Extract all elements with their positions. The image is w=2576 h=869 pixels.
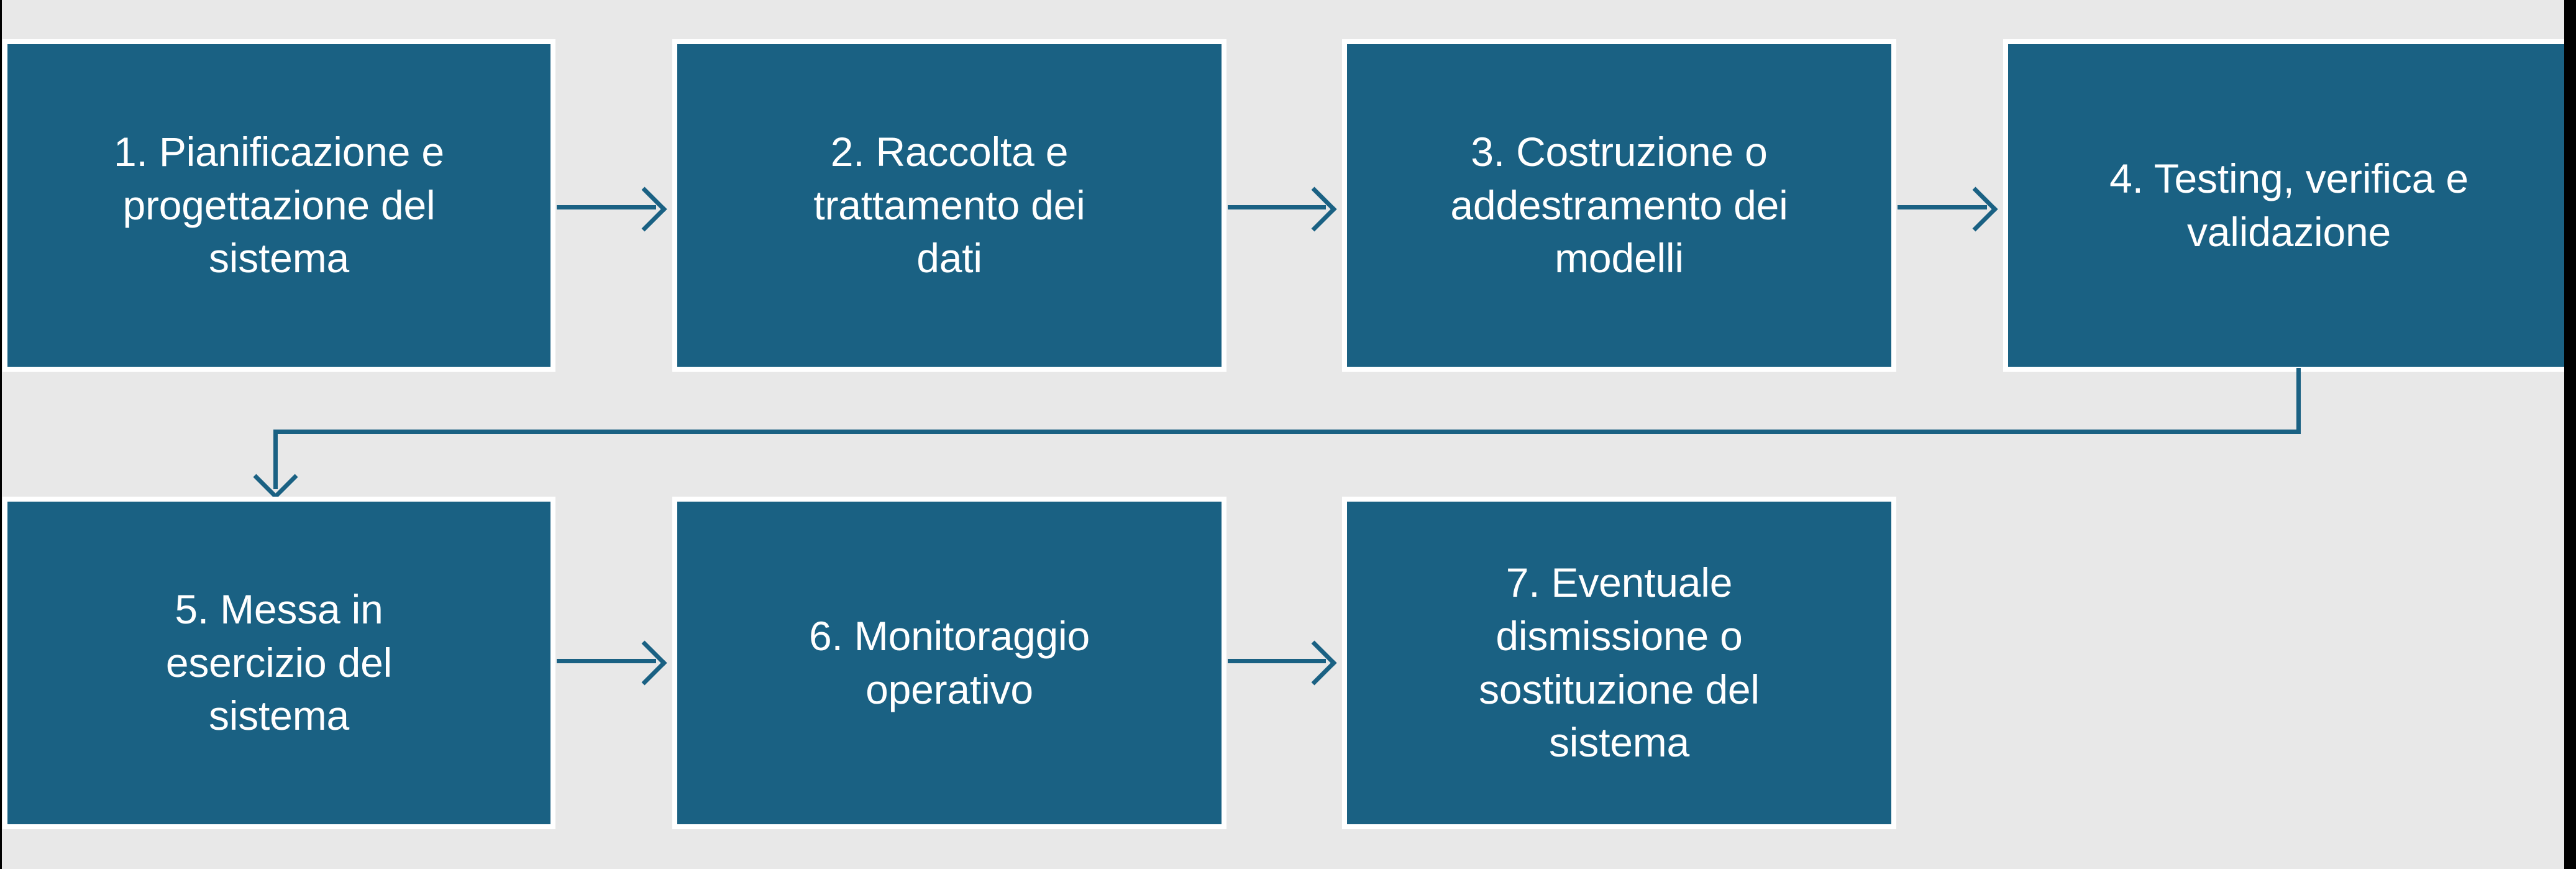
process-node-1-label: 1. Pianificazione e progettazione del si… bbox=[114, 128, 444, 282]
arrow-node2-to-node3 bbox=[1228, 186, 1343, 232]
process-node-4[interactable]: 4. Testing, verifica e validazione bbox=[2003, 39, 2564, 372]
arrow-head-right-icon bbox=[622, 186, 667, 232]
arrow-node5-to-node6 bbox=[557, 640, 674, 686]
arrow-node4-to-node5 bbox=[253, 368, 2301, 502]
process-node-2[interactable]: 2. Raccolta e trattamento dei dati bbox=[672, 39, 1226, 372]
arrow-node1-to-node2 bbox=[557, 186, 674, 232]
process-node-7-label: 7. Eventuale dismissione o sostituzione … bbox=[1479, 559, 1760, 766]
elbow-segment-vertical-left bbox=[273, 430, 278, 489]
arrow-head-right-icon bbox=[622, 640, 667, 686]
arrow-node3-to-node4 bbox=[1898, 186, 2004, 232]
process-node-2-label: 2. Raccolta e trattamento dei dati bbox=[813, 128, 1085, 282]
process-node-7[interactable]: 7. Eventuale dismissione o sostituzione … bbox=[1342, 497, 1896, 829]
arrow-shaft bbox=[557, 659, 656, 663]
process-node-3[interactable]: 3. Costruzione o addestramento dei model… bbox=[1342, 39, 1896, 372]
arrow-shaft bbox=[1228, 659, 1326, 663]
process-node-4-label: 4. Testing, verifica e validazione bbox=[2109, 155, 2469, 255]
process-node-3-label: 3. Costruzione o addestramento dei model… bbox=[1450, 128, 1788, 282]
arrow-node6-to-node7 bbox=[1228, 640, 1343, 686]
process-node-6-label: 6. Monitoraggio operativo bbox=[809, 612, 1090, 712]
elbow-segment-vertical-right bbox=[2296, 368, 2301, 434]
process-node-5[interactable]: 5. Messa in esercizio del sistema bbox=[2, 497, 555, 829]
arrow-head-right-icon bbox=[1953, 186, 1998, 232]
arrow-head-down-icon bbox=[253, 454, 298, 500]
process-node-1[interactable]: 1. Pianificazione e progettazione del si… bbox=[2, 39, 555, 372]
elbow-segment-horizontal bbox=[273, 430, 2301, 434]
arrow-shaft bbox=[1898, 205, 1987, 209]
arrow-shaft bbox=[557, 205, 656, 209]
process-node-5-label: 5. Messa in esercizio del sistema bbox=[165, 586, 393, 739]
process-node-6[interactable]: 6. Monitoraggio operativo bbox=[672, 497, 1226, 829]
arrow-head-right-icon bbox=[1292, 186, 1337, 232]
arrow-shaft bbox=[1228, 205, 1326, 209]
arrow-head-right-icon bbox=[1292, 640, 1337, 686]
